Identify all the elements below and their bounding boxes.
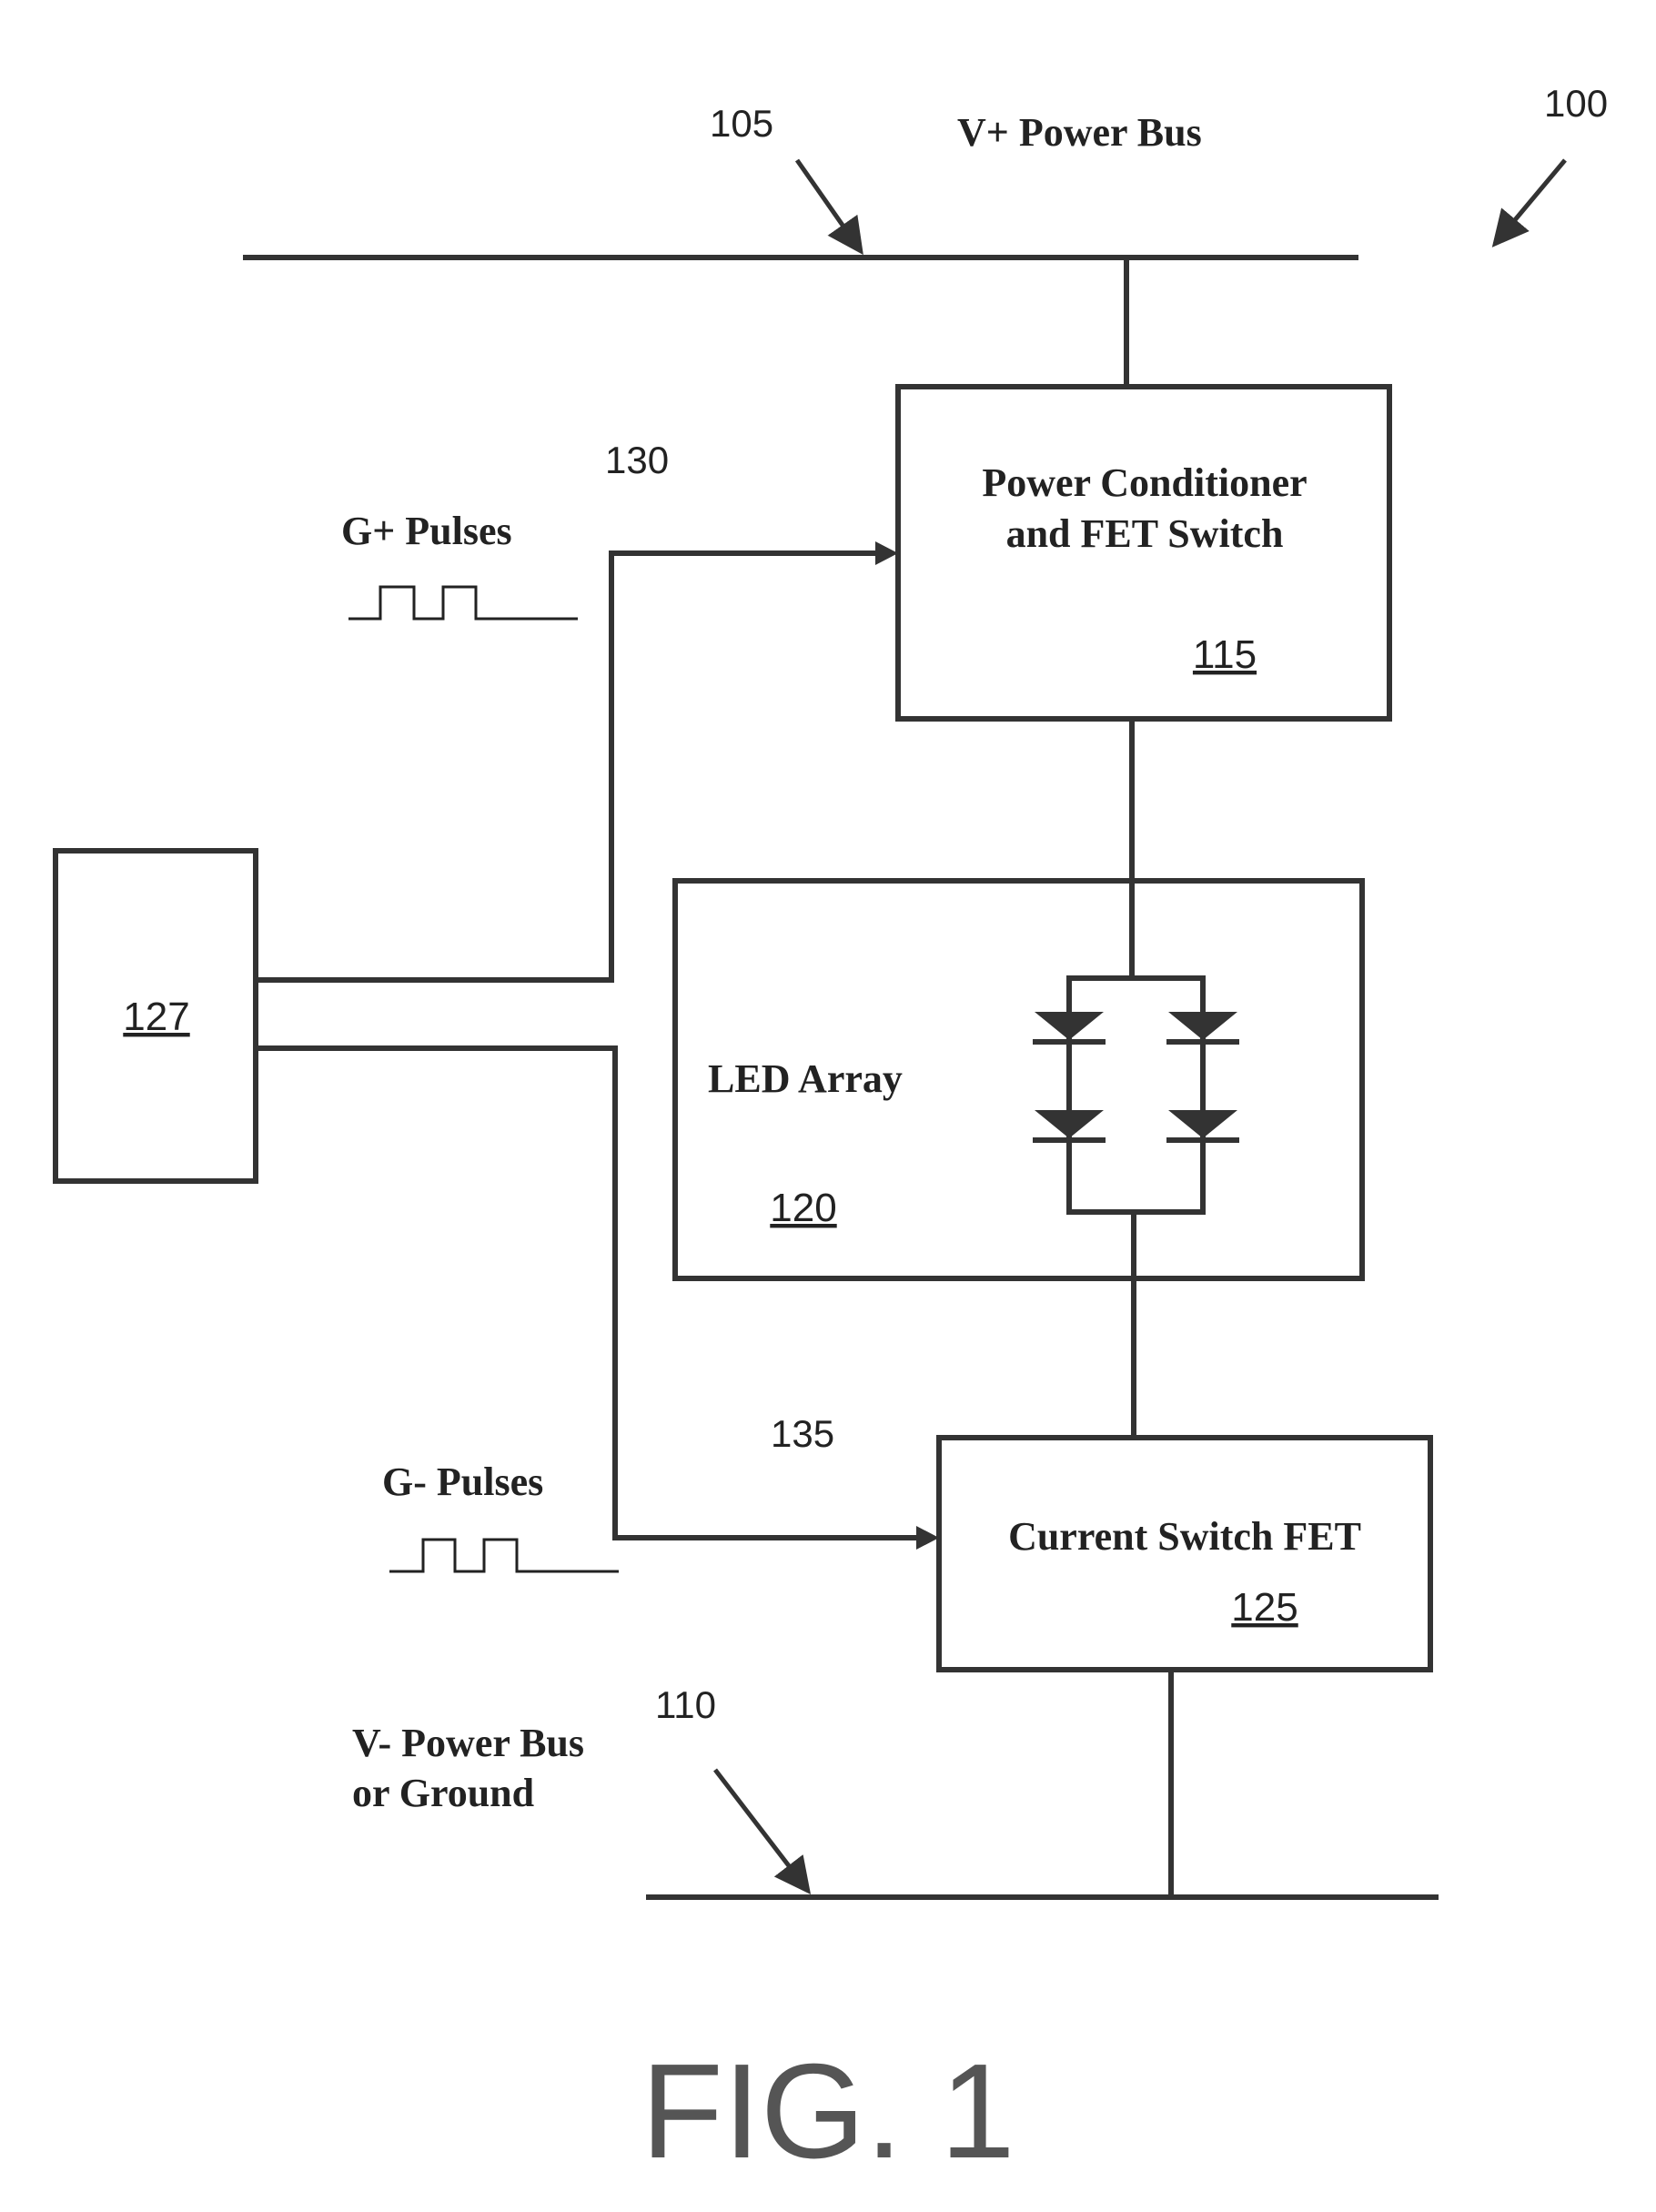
power-conditioner-label-line2: and FET Switch (1006, 511, 1284, 556)
v-plus-bus-label: V+ Power Bus (957, 110, 1202, 155)
led-diode-network (1033, 975, 1239, 1215)
v-minus-bus-label-line2: or Ground (352, 1771, 534, 1815)
led-diode (1166, 1012, 1239, 1045)
g-plus-pulse-waveform (348, 585, 578, 621)
power-conditioner-label-line1: Power Conditioner (982, 460, 1307, 505)
controller-ref: 127 (123, 995, 189, 1039)
g-plus-ref: 130 (605, 439, 669, 481)
v-plus-bus-ref: 105 (710, 102, 773, 145)
g-minus-pulse-waveform (389, 1538, 619, 1573)
v-plus-bus-pointer-arrow (794, 158, 863, 256)
g-minus-arrowhead (916, 1526, 939, 1550)
controller-box (53, 848, 258, 1184)
current-switch-fet-ref: 125 (1231, 1585, 1298, 1630)
led-array-label: LED Array (708, 1056, 903, 1101)
led-diode (1033, 1110, 1106, 1143)
g-plus-signal-wire (253, 550, 884, 983)
current-switch-fet-box (936, 1435, 1433, 1672)
power-conditioner-box (895, 384, 1392, 722)
current-switch-fet-label: Current Switch FET (1008, 1514, 1361, 1559)
g-minus-signal-wire (253, 1045, 924, 1540)
v-minus-bus-pointer-arrow (713, 1768, 812, 1894)
system-ref-label: 100 (1544, 82, 1608, 125)
figure-caption: FIG. 1 (641, 2036, 1015, 2187)
led-array-ref: 120 (770, 1186, 836, 1230)
led-diode (1033, 1012, 1106, 1045)
g-plus-arrowhead (875, 541, 898, 565)
g-minus-ref: 135 (771, 1412, 834, 1455)
v-minus-bus-label-line1: V- Power Bus (352, 1721, 584, 1765)
v-minus-bus-ref: 110 (655, 1683, 716, 1726)
led-array-box (672, 878, 1365, 1281)
system-ref-pointer-arrow (1491, 158, 1567, 247)
g-plus-label: G+ Pulses (341, 509, 512, 553)
g-minus-label: G- Pulses (382, 1460, 543, 1504)
power-conditioner-ref: 115 (1193, 632, 1257, 677)
led-diode (1166, 1110, 1239, 1143)
